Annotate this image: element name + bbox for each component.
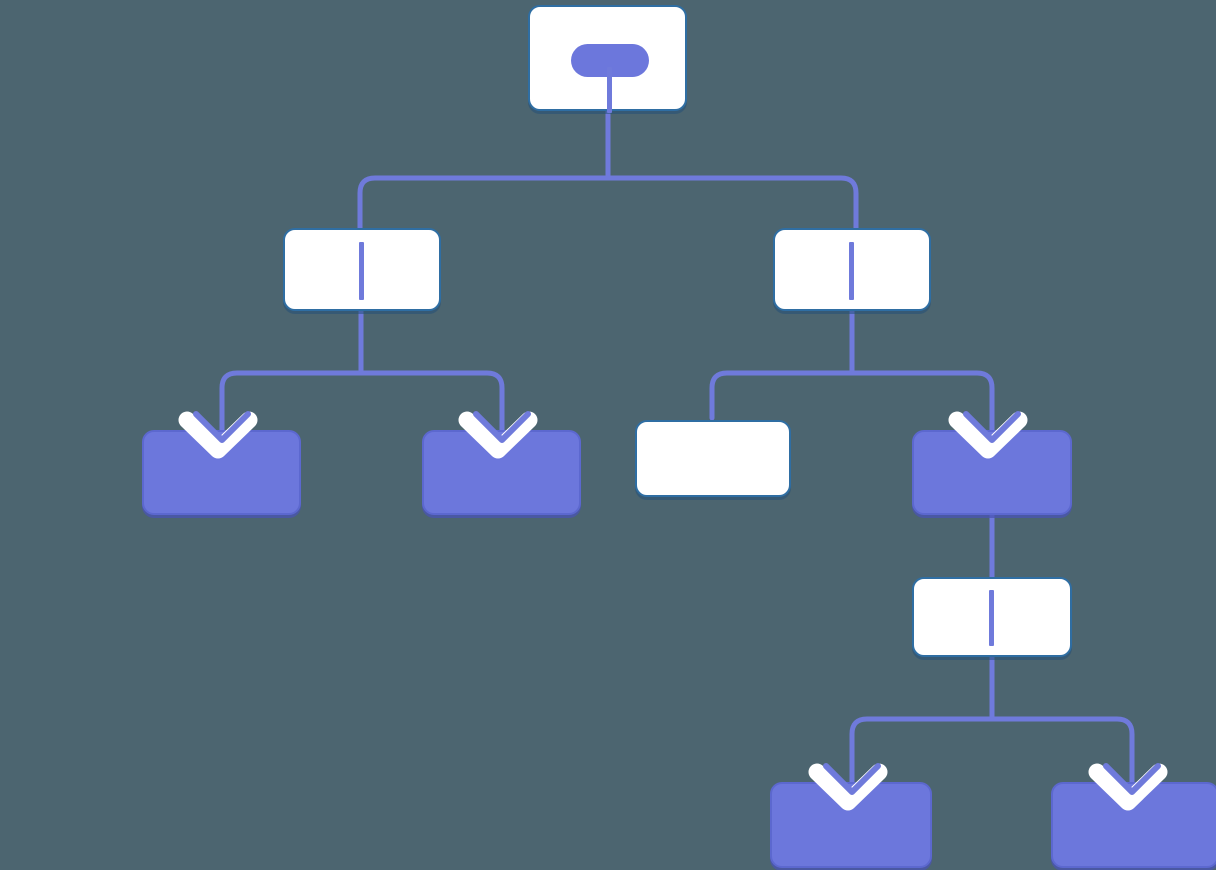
node-level3-c[interactable] — [635, 420, 791, 497]
node-level3-b[interactable] — [422, 430, 581, 515]
level2-b-inner-line — [849, 242, 854, 300]
edge-l4a-fork — [849, 650, 1135, 793]
node-level5-a[interactable] — [770, 782, 932, 868]
node-level4-a[interactable] — [912, 577, 1072, 657]
node-level3-d[interactable] — [912, 430, 1072, 515]
node-level3-a[interactable] — [142, 430, 301, 515]
level2-a-inner-line — [359, 242, 364, 300]
root-stub-line — [607, 67, 612, 113]
node-level2-a[interactable] — [283, 228, 441, 311]
node-level2-b[interactable] — [773, 228, 931, 311]
edge-l2b-fork — [709, 302, 995, 441]
node-root[interactable] — [528, 5, 687, 113]
level4-a-inner-line — [989, 590, 994, 646]
edge-root-split — [357, 108, 859, 235]
edge-l2a-fork — [219, 302, 505, 441]
edge-group — [219, 108, 1135, 793]
node-level5-b[interactable] — [1051, 782, 1216, 868]
